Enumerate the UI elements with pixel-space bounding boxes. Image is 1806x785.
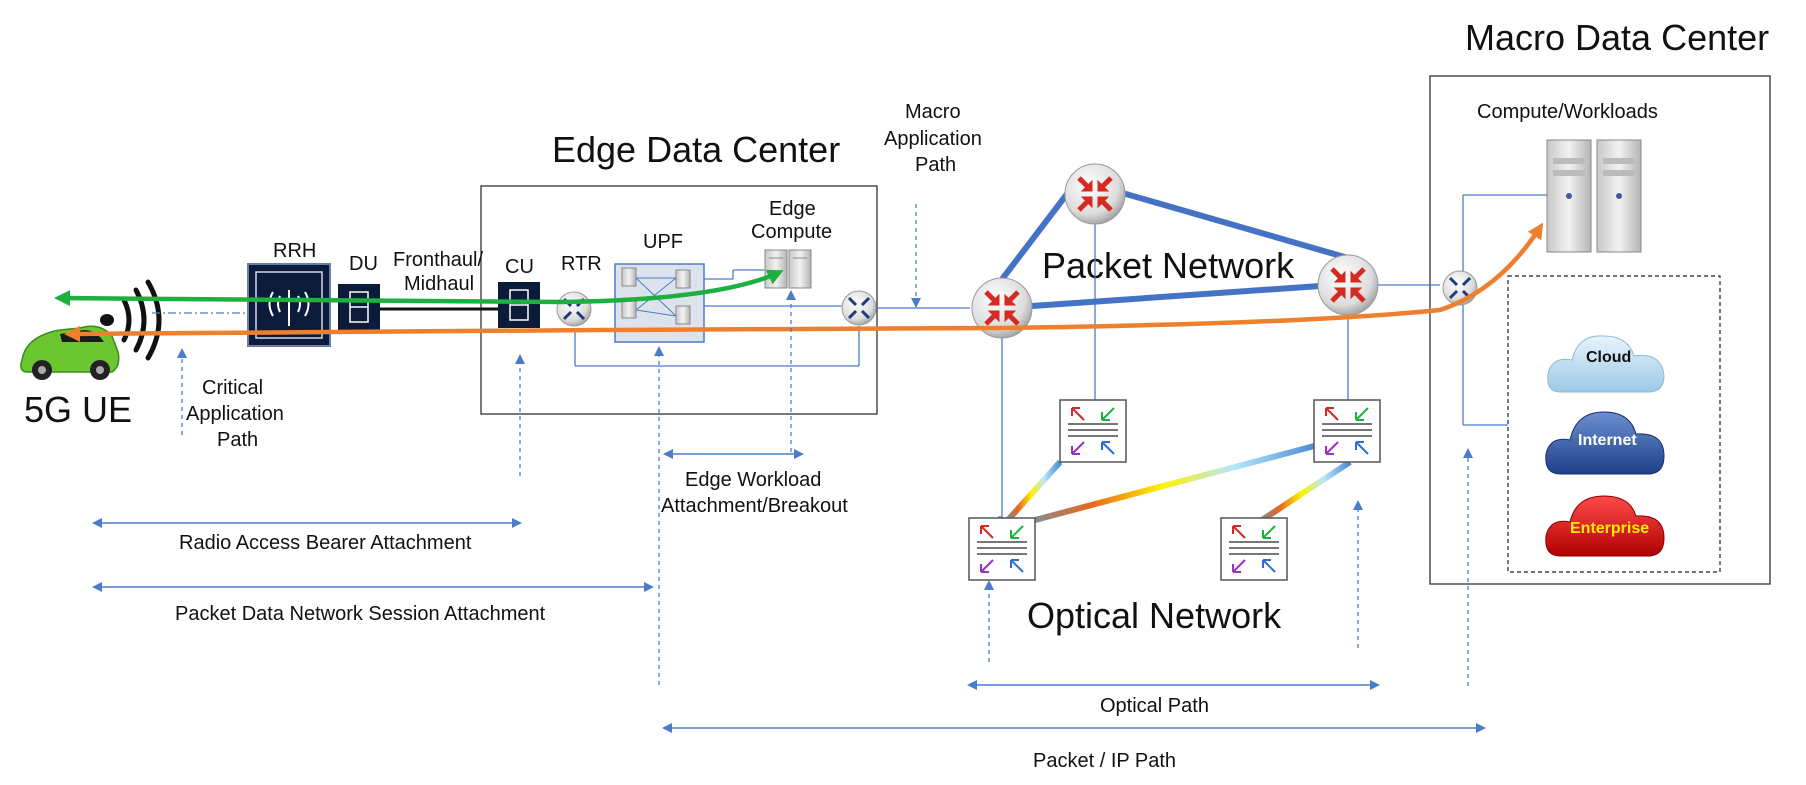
edge-compute-label-2: Compute (751, 221, 832, 243)
critical-path-label-3: Path (217, 429, 258, 451)
critical-path-label-2: Application (186, 403, 284, 425)
macro-path-label-3: Path (915, 154, 956, 176)
optical-switch-tl-icon (1059, 399, 1127, 463)
enterprise-icon (1545, 495, 1665, 557)
optical-span-label: Optical Path (1100, 695, 1209, 717)
macro-path-label-2: Application (884, 128, 982, 150)
upf-label: UPF (643, 231, 683, 253)
span-arrows (92, 449, 1486, 733)
rrh-label: RRH (273, 240, 316, 262)
rtr-router-icon (555, 290, 593, 328)
internet-icon (1545, 411, 1665, 475)
cloud-label: Cloud (1586, 349, 1631, 366)
edge-compute-icon (764, 249, 812, 289)
external-networks-box (1507, 275, 1721, 573)
radio-span-label: Radio Access Bearer Attachment (179, 532, 472, 554)
edge-workload-label-2: Attachment/Breakout (661, 495, 848, 517)
enterprise-label: Enterprise (1570, 520, 1649, 537)
fronthaul-label-2: Midhaul (404, 273, 474, 295)
optical-switch-bl-icon (968, 517, 1036, 581)
optical-switch-br-icon (1220, 517, 1288, 581)
edge-compute-label-1: Edge (769, 198, 816, 220)
optical-links (1005, 428, 1352, 551)
du-label: DU (349, 253, 378, 275)
packet-ip-span-label: Packet / IP Path (1033, 750, 1176, 772)
cloud-icon (1547, 335, 1665, 393)
macro-dc-title: Macro Data Center (1465, 17, 1769, 58)
packet-network-title: Packet Network (1042, 245, 1295, 286)
rtr-label: RTR (561, 253, 602, 275)
edge-router-icon (840, 289, 878, 327)
critical-path-label-1: Critical (202, 377, 263, 399)
compute-workloads-label: Compute/Workloads (1477, 101, 1658, 123)
packet-router-top-icon (1065, 164, 1125, 224)
optical-network-title: Optical Network (1027, 595, 1282, 636)
pointer-arrows (177, 204, 1473, 686)
macro-application-path (64, 222, 1544, 342)
edge-workload-label-1: Edge Workload (685, 469, 821, 491)
cu-icon (498, 282, 540, 328)
edge-dc-title: Edge Data Center (552, 129, 840, 170)
pdn-span-label: Packet Data Network Session Attachment (175, 603, 546, 625)
packet-router-right-icon (1318, 255, 1378, 315)
ue-title: 5G UE (24, 389, 132, 430)
macro-path-label-1: Macro (905, 101, 961, 123)
internet-label: Internet (1578, 432, 1637, 449)
optical-switch-tr-icon (1313, 399, 1381, 463)
compute-server-icon (1546, 139, 1642, 253)
fronthaul-label-1: Fronthaul/ (393, 249, 483, 271)
cu-label: CU (505, 256, 534, 278)
du-icon (338, 284, 380, 330)
